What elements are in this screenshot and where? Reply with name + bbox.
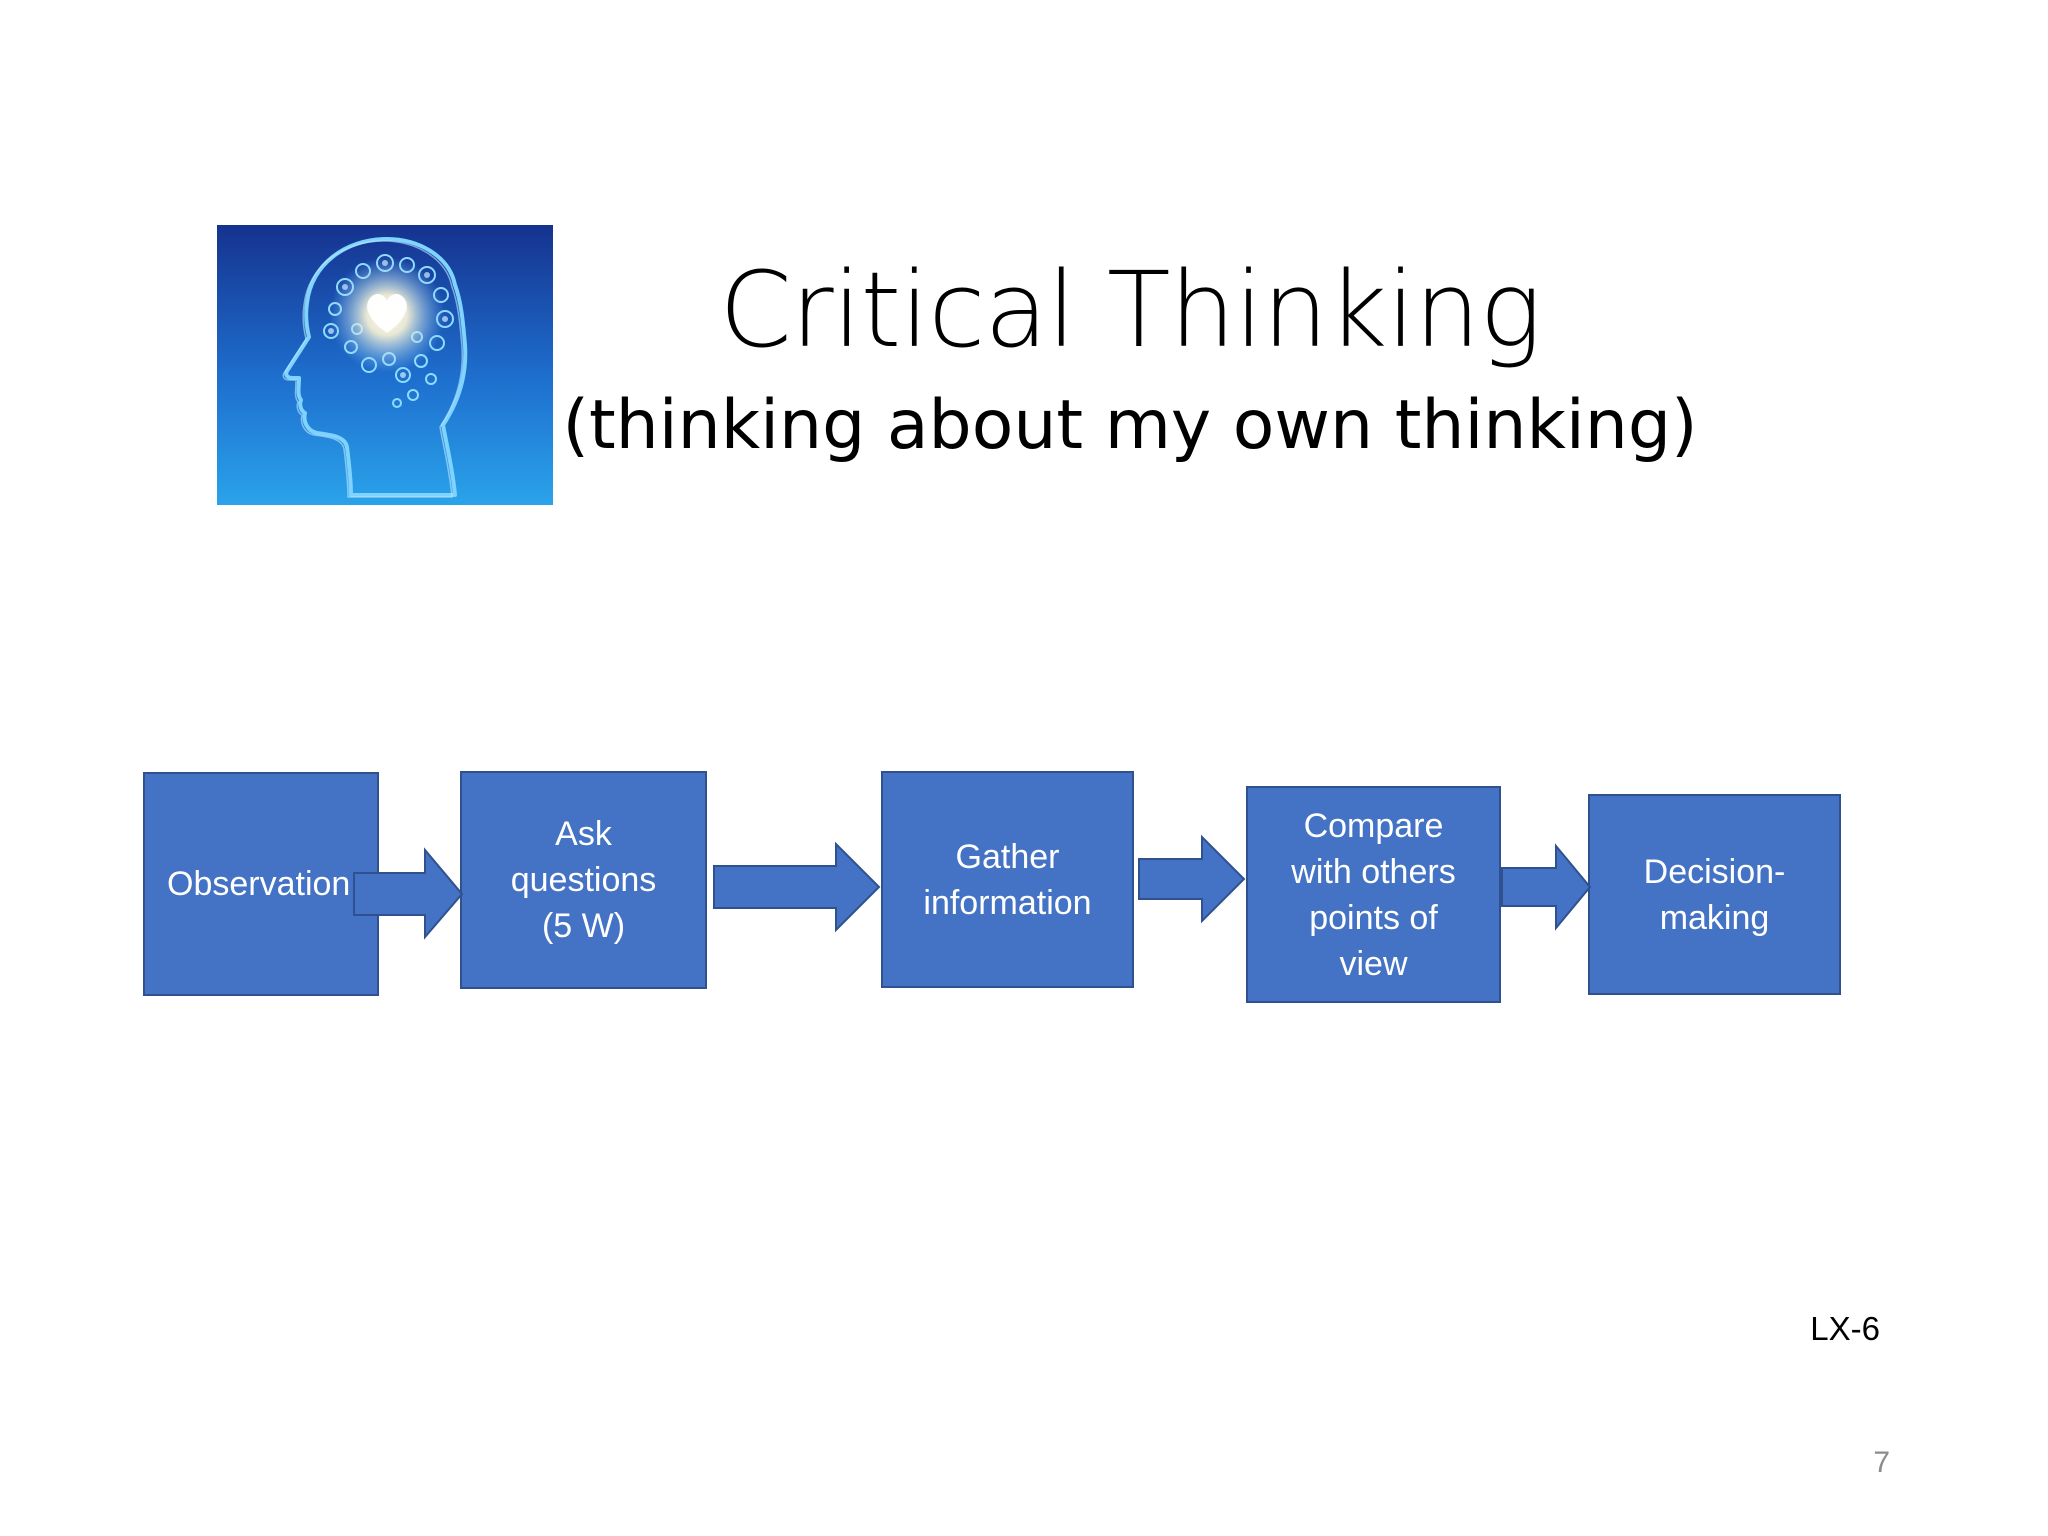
- step-compare-views: Compare with others points of view: [1246, 786, 1501, 1003]
- slide-subtitle: (thinking about my own thinking): [562, 386, 1698, 465]
- arrow-3: [1138, 834, 1246, 924]
- arrow-2: [713, 841, 881, 933]
- step-gather-information: Gather information: [881, 771, 1134, 988]
- step-observation: Observation: [143, 772, 379, 996]
- slide-title: Critical Thinking: [719, 249, 1542, 371]
- page-number: 7: [1873, 1446, 1890, 1479]
- arrow-4: [1501, 843, 1592, 931]
- code-label: LX-6: [1810, 1310, 1880, 1347]
- step-decision-making: Decision- making: [1588, 794, 1841, 995]
- brain-head-illustration: [217, 225, 553, 505]
- step-ask-questions: Ask questions (5 W): [460, 771, 707, 989]
